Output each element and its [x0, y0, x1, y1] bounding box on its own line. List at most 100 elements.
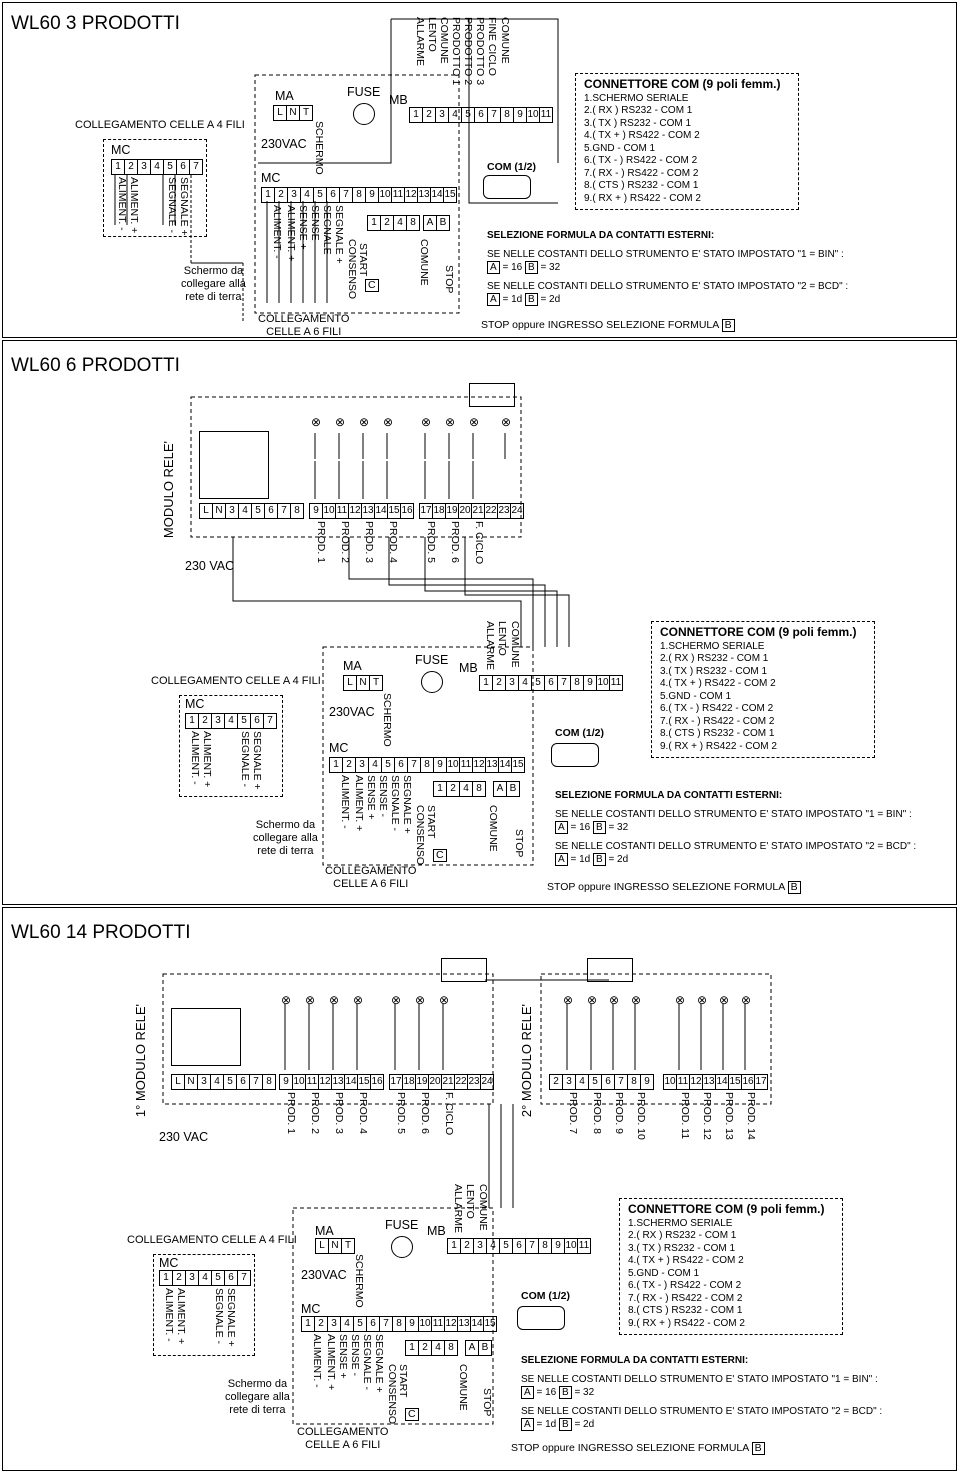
mc4-signal: ALIMENT. -	[163, 1288, 175, 1342]
mc4-signal: ALIMENT. +	[201, 731, 213, 788]
prod-label: PROD. 6	[419, 1092, 431, 1135]
mb-signal: PRODOTTO 1	[450, 17, 462, 86]
mc6-signal: ALIMENT. -	[271, 205, 283, 259]
shield-label: SCHERMO	[381, 693, 393, 747]
mb-signal: COMUNE	[477, 1184, 489, 1231]
svg-text:⊗: ⊗	[741, 993, 751, 1007]
input-label: STOP	[443, 265, 455, 294]
input-c: C	[405, 1408, 419, 1421]
shield-label: SCHERMO	[353, 1254, 365, 1308]
svg-text:⊗: ⊗	[329, 993, 339, 1007]
mc6-signal: SEGNALE +	[373, 1334, 385, 1393]
module-connector	[441, 958, 487, 982]
module-connector	[469, 383, 515, 407]
svg-text:⊗: ⊗	[415, 993, 425, 1007]
ma-voltage: 230VAC	[261, 137, 307, 151]
mc4-title: COLLEGAMENTO CELLE A 4 FILI	[151, 675, 321, 687]
mc6-signal: SEGNALE +	[333, 205, 345, 264]
connector-box: CONNETTORE COM (9 poli femm.) 1.SCHERMO …	[575, 73, 799, 210]
mc4-terminal: 4	[151, 160, 164, 174]
com-connector	[551, 743, 599, 767]
mc4-box	[179, 695, 283, 797]
mb-label: MB	[389, 93, 408, 107]
input-label: COMUNE	[487, 805, 499, 852]
prod-label: PROD. 4	[387, 521, 399, 564]
prod-label: PROD. 3	[363, 521, 375, 564]
mc6-signal: SENSE -	[349, 1334, 361, 1377]
panel-14-prodotti: WL60 14 PRODOTTI 1° MODULO RELE' 2° MODU…	[2, 907, 957, 1471]
module-transformer	[199, 431, 269, 499]
svg-text:⊗: ⊗	[563, 993, 573, 1007]
mb-signal: LENTO	[464, 1184, 476, 1219]
svg-text:⊗: ⊗	[587, 993, 597, 1007]
input-label: START	[397, 1364, 409, 1398]
mc6-signal: SENSE -	[377, 775, 389, 818]
mc4-terminal: 3	[138, 160, 151, 174]
shield-label: SCHERMO	[313, 121, 325, 175]
svg-text:⊗: ⊗	[697, 993, 707, 1007]
input-label: COMUNE	[418, 239, 430, 286]
selection-box: SELEZIONE FORMULA DA CONTATTI ESTERNI: S…	[521, 1355, 883, 1431]
mc6-signal: SENSE +	[365, 775, 377, 820]
lamp-icon: ⊗	[359, 415, 370, 429]
input-label: START	[425, 805, 437, 839]
fuse-label: FUSE	[385, 1218, 419, 1232]
mc4-label: MC	[159, 1256, 179, 1270]
mb-signal: PRODOTTO 3	[474, 17, 486, 86]
prod-label: F. CICLO	[473, 521, 485, 565]
prod-label: PROD. 14	[745, 1092, 757, 1140]
svg-text:⊗: ⊗	[305, 993, 315, 1007]
svg-text:⊗: ⊗	[719, 993, 729, 1007]
svg-text:⊗: ⊗	[439, 993, 449, 1007]
prod-label: PROD. 7	[567, 1092, 579, 1135]
panel-title: WL60 3 PRODOTTI	[11, 13, 180, 34]
connector-box: CONNETTORE COM (9 poli femm.) 1.SCHERMO …	[651, 621, 875, 758]
mc4-signal: ALIMENT. +	[175, 1288, 187, 1345]
input-c: C	[365, 279, 379, 292]
module-voltage: 230 VAC	[185, 559, 235, 573]
fuse-symbol	[353, 103, 375, 125]
mc4-terminal: 2	[125, 160, 138, 174]
mb-signal: ALLARME	[414, 17, 426, 67]
prod-label: PROD. 8	[591, 1092, 603, 1135]
prod-label: PROD. 3	[333, 1092, 345, 1135]
mb-label: MB	[459, 661, 478, 675]
mc4-signal: ALIMENT. +	[128, 177, 140, 234]
input-label: CONSENSO	[386, 1364, 398, 1425]
panel-title: WL60 14 PRODOTTI	[11, 922, 191, 943]
mc4-terminal: 6	[177, 160, 190, 174]
wiring-diagram	[190, 396, 570, 866]
mc4-label: MC	[111, 143, 131, 157]
prod-label: PROD. 4	[357, 1092, 369, 1135]
input-label: STOP	[513, 829, 525, 858]
wiring-diagram: ⊗ ⊗ ⊗ ⊗ ⊗ ⊗ ⊗ ⊗ ⊗ ⊗ ⊗ ⊗ ⊗ ⊗ ⊗	[162, 973, 772, 1425]
fuse-label: FUSE	[347, 85, 381, 99]
input-label: START	[357, 243, 369, 277]
mb-signal: PRODOTTO 2	[462, 17, 474, 86]
fuse-label: FUSE	[415, 653, 449, 667]
mc4-box	[103, 139, 207, 237]
input-label: CONSENSO	[346, 239, 358, 300]
input-label: CONSENSO	[414, 805, 426, 866]
prod-label: PROD. 5	[395, 1092, 407, 1135]
prod-label: F. CICLO	[443, 1092, 455, 1136]
